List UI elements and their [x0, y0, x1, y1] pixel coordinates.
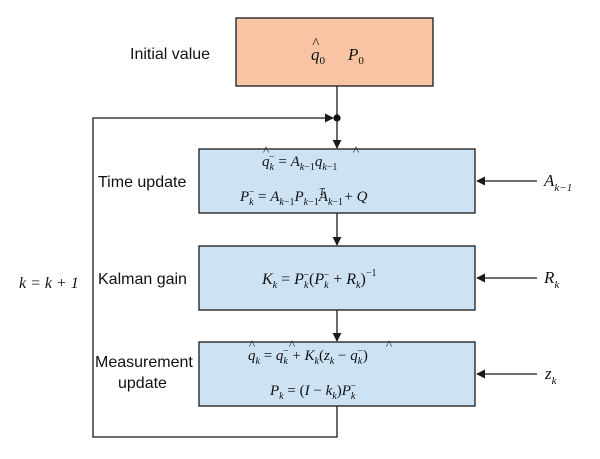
initial-value-formula: q0 ^ P0 — [311, 36, 364, 67]
label-time-update: Time update — [98, 174, 186, 191]
svg-text:^: ^ — [249, 337, 255, 352]
svg-text:qk = qk− + Kk(zk − qk−): qk = qk− + Kk(zk − qk−) — [248, 346, 368, 367]
svg-text:^: ^ — [353, 143, 359, 158]
svg-text:^: ^ — [386, 337, 392, 352]
label-update: update — [118, 375, 167, 392]
measurement-update-formula: qk = qk− + Kk(zk − qk−) ^ ^ ^ Pk = (I − … — [248, 337, 392, 402]
svg-text:^: ^ — [263, 143, 269, 158]
svg-text:Kk = Pk−(Pk− + Rk)−1: Kk = Pk−(Pk− + Rk)−1 — [261, 268, 376, 291]
label-initial-value: Initial value — [130, 46, 210, 63]
measurement-update-box — [198, 341, 476, 407]
kalman-gain-box — [198, 245, 476, 311]
svg-text:^: ^ — [289, 337, 295, 352]
kalman-gain-formula: Kk = Pk−(Pk− + Rk)−1 — [261, 268, 376, 291]
svg-text:qk− = Ak−1qk−1: qk− = Ak−1qk−1 — [262, 152, 337, 173]
input-label-z: zk — [544, 364, 558, 387]
label-loop-increment: k = k + 1 — [19, 275, 79, 292]
svg-text:^: ^ — [312, 36, 320, 52]
time-update-box — [198, 148, 476, 214]
time-update-formula: qk− = Ak−1qk−1 ^ ^ Pk− = Ak−1Pk−1Ak−1T +… — [239, 143, 368, 208]
feedback-loop — [92, 113, 338, 438]
label-measurement: Measurement — [95, 354, 193, 371]
input-label-a: Ak−1 — [543, 171, 572, 194]
svg-text:Pk− = Ak−1Pk−1Ak−1T + Q: Pk− = Ak−1Pk−1Ak−1T + Q — [239, 187, 368, 208]
input-label-r: Rk — [543, 268, 560, 291]
label-kalman-gain: Kalman gain — [98, 271, 187, 288]
initial-value-box — [235, 17, 434, 87]
